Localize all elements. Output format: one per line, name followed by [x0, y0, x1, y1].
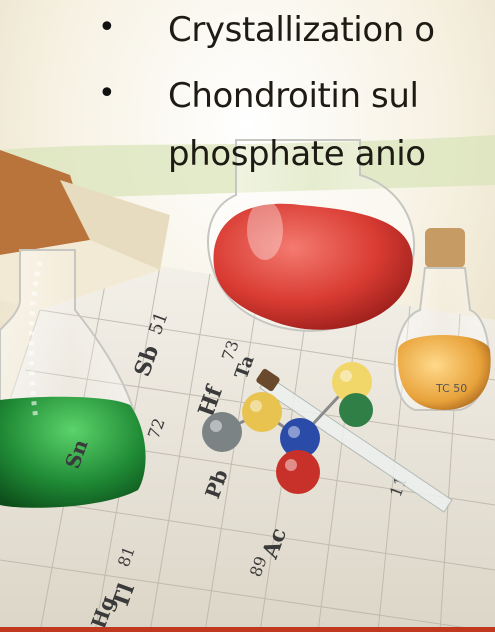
molecule-model	[202, 362, 373, 494]
bullet-marker: •	[98, 76, 116, 111]
slide-bottom-accent-bar	[0, 627, 495, 632]
amber-vial: TC 50	[394, 228, 491, 411]
bullet-list: • Crystallization o • Chondroitin sul ph…	[0, 0, 495, 200]
book	[0, 150, 170, 310]
bullet-continuation-text: phosphate anio	[168, 134, 426, 174]
periodic-tile-labels: 51 Sb 72 Hf 73 Ta Pb 89 Ac 81 Tl Hg 11	[86, 309, 411, 632]
bullet-item: • Chondroitin sul	[0, 76, 495, 126]
bullet-continuation: phosphate anio	[0, 134, 495, 184]
bullet-text: Crystallization o	[168, 10, 435, 50]
bullet-item: • Crystallization o	[0, 10, 495, 60]
test-tube	[256, 368, 453, 513]
flask-tag: TC 50	[435, 382, 467, 395]
red-flask	[207, 139, 416, 332]
green-flask: Sn	[0, 249, 146, 508]
bullet-text: Chondroitin sul	[168, 76, 419, 116]
bullet-marker: •	[98, 10, 116, 45]
